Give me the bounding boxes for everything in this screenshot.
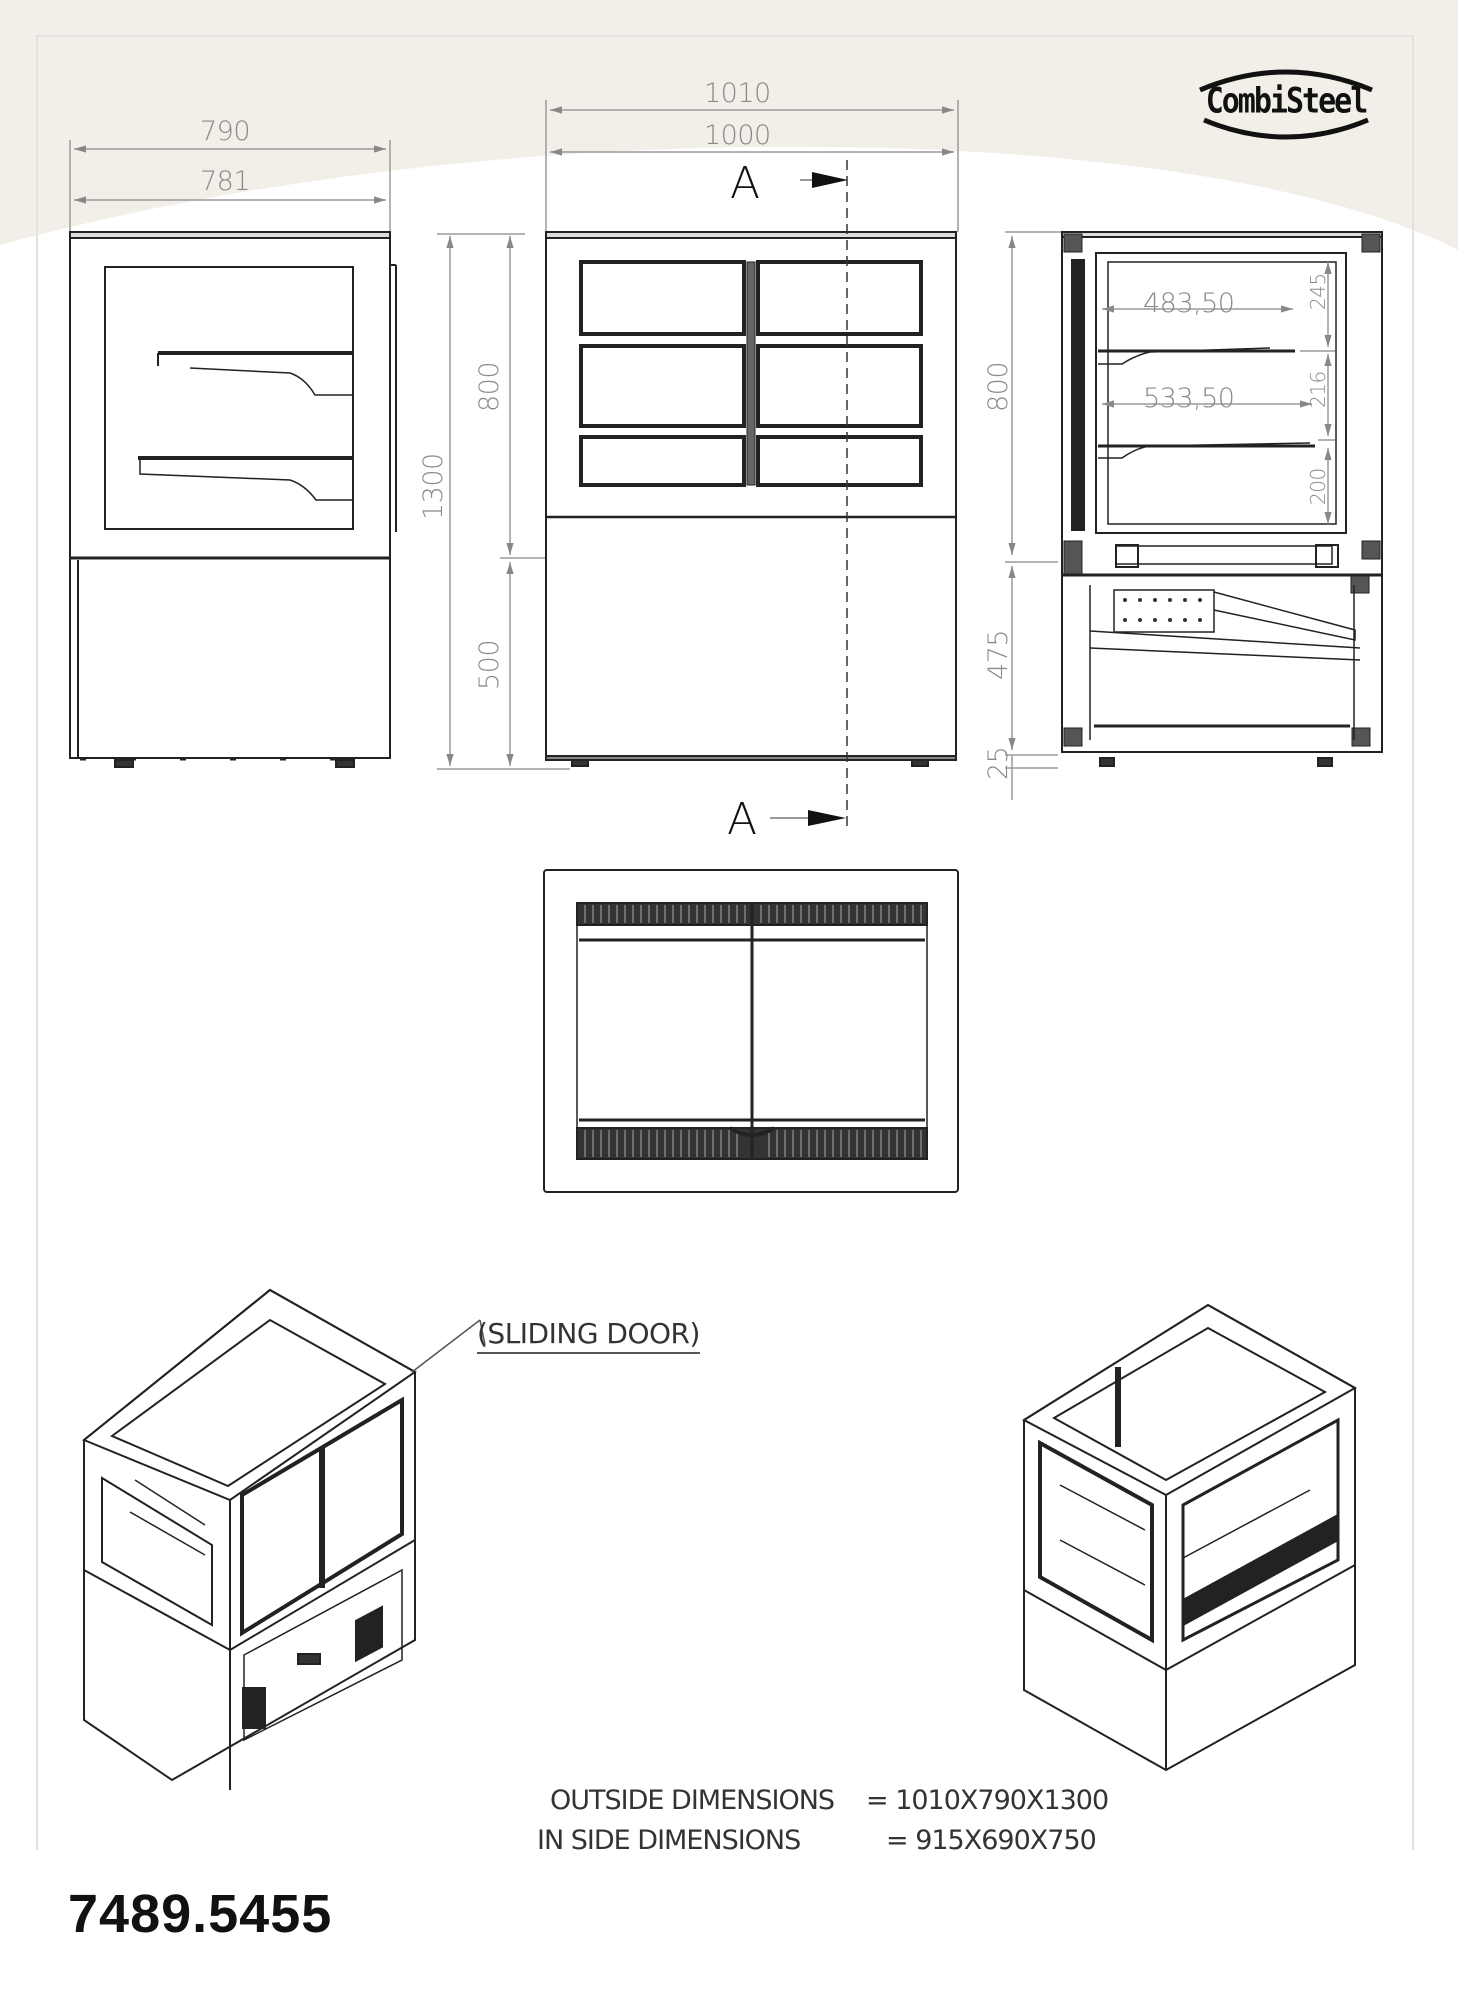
dim-gap-top: 245 [1306, 273, 1330, 310]
dim-side-depth-inner: 781 [200, 166, 251, 197]
sliding-door-callout: (SLIDING DOOR) [477, 1317, 700, 1354]
section-view [1005, 231, 1383, 800]
top-view [543, 869, 959, 1193]
dim-section-base: 475 [983, 629, 1014, 680]
product-code: 7489.5455 [68, 1884, 333, 1944]
dim-gap-middle: 216 [1306, 371, 1330, 408]
dim-gap-bottom: 200 [1306, 468, 1330, 505]
inside-dimensions-label: IN SIDE DIMENSIONS [537, 1825, 801, 1856]
dim-bottom-shelf-depth: 533,50 [1143, 383, 1235, 414]
drawing-frame [36, 35, 1414, 1850]
combisteel-logo: CombiSteel [1188, 62, 1384, 146]
dim-section-upper: 800 [983, 361, 1014, 412]
inside-dimensions-value: = 915X690X750 [886, 1825, 1097, 1856]
dim-front-lower-height: 500 [474, 639, 505, 690]
logo-text: CombiSteel [1205, 81, 1369, 122]
dim-total-height: 1300 [418, 453, 449, 520]
dim-top-shelf-depth: 483,50 [1143, 288, 1235, 319]
side-view [69, 140, 397, 768]
outside-dimensions-value: = 1010X790X1300 [866, 1785, 1109, 1816]
isometric-view-sliding-door [82, 1288, 486, 1790]
logo-arc-icon [1199, 69, 1373, 140]
outside-dimensions-label: OUTSIDE DIMENSIONS [550, 1785, 835, 1816]
dim-section-feet: 25 [983, 746, 1014, 780]
dim-side-depth-outer: 790 [200, 116, 251, 147]
section-marker-bottom: A [727, 794, 758, 845]
front-view [545, 100, 959, 826]
isometric-view-open-back [1021, 1303, 1358, 1772]
dim-front-width-inner: 1000 [704, 120, 771, 151]
dim-front-width-outer: 1010 [704, 78, 771, 109]
dim-front-upper-height: 800 [474, 361, 505, 412]
section-marker-top: A [730, 158, 761, 209]
